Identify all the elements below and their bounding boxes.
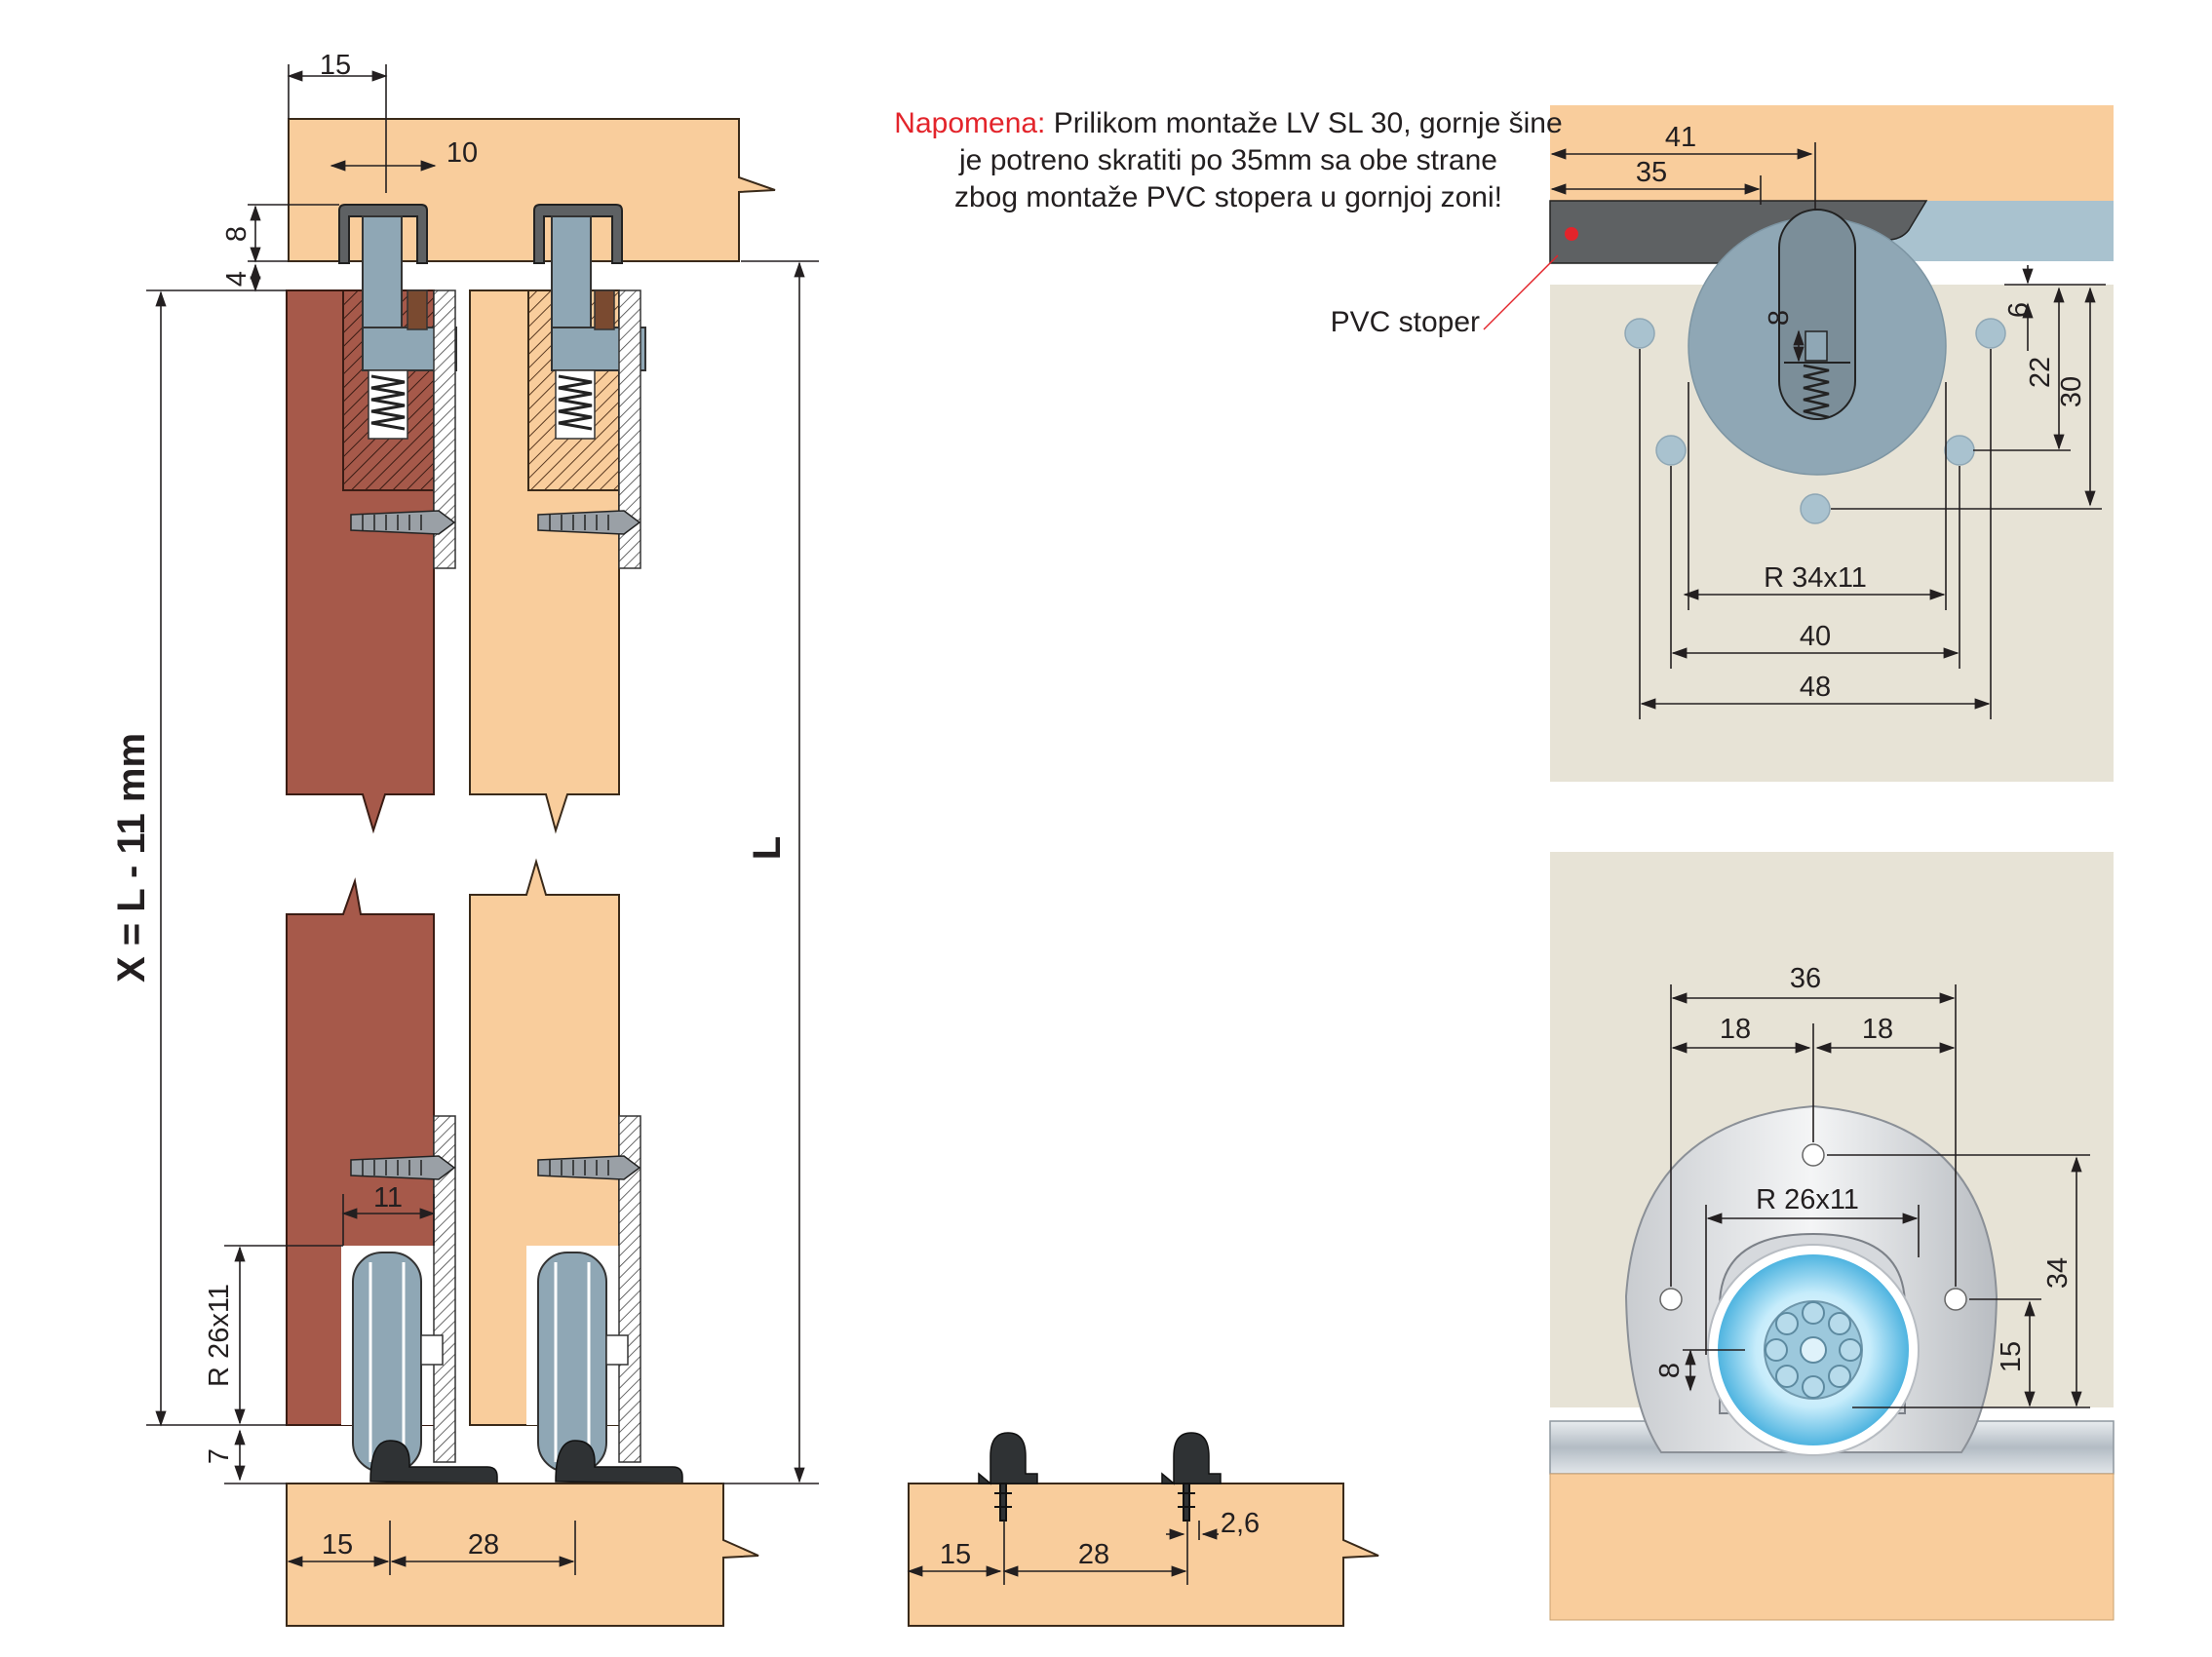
dim-guide-2-6: 2,6 <box>1221 1508 1260 1539</box>
dim-18-left: 18 <box>1720 1014 1751 1045</box>
top-fitting-view <box>1549 105 2114 782</box>
top-hole-1 <box>1624 318 1655 349</box>
plate-hole-top <box>1802 1143 1825 1167</box>
floor-guide-dim-labels: 15 28 2,6 <box>940 1508 1260 1570</box>
dim-r26-side: R 26x11 <box>204 1284 235 1387</box>
dim-8-wheel: 8 <box>1654 1363 1686 1378</box>
floor-guide-view <box>908 1432 1379 1627</box>
floor-beam <box>286 1483 759 1627</box>
dim-8-slot: 8 <box>1764 310 1795 326</box>
dim-15-bottom: 15 <box>322 1529 353 1561</box>
dark-side-strip <box>433 289 456 569</box>
bottom-track-left <box>369 1440 498 1484</box>
dim-15-wheel: 15 <box>1996 1341 2027 1372</box>
light-bottom-strip <box>618 1115 641 1463</box>
section-dim-labels: 15 10 8 4 X = L - 11 mm L 11 R 26x11 7 1… <box>110 50 789 1561</box>
dim-4: 4 <box>221 271 252 287</box>
dim-8-rail: 8 <box>221 226 252 242</box>
dark-spring <box>370 374 406 431</box>
top-hole-5 <box>1800 493 1831 524</box>
top-view-spring <box>1803 364 1830 419</box>
pvc-stoper-label: PVC stoper <box>1331 306 1480 338</box>
plate-hole-left <box>1659 1288 1683 1311</box>
dark-screw-top <box>350 510 456 535</box>
dim-48: 48 <box>1800 672 1831 703</box>
bottom-fitting-dim-labels: 36 18 18 R 26x11 34 15 8 <box>1654 963 2074 1378</box>
plate-hole-right <box>1944 1288 1967 1311</box>
dim-30: 30 <box>2056 376 2087 407</box>
dim-40: 40 <box>1800 621 1831 652</box>
dim-6: 6 <box>2003 302 2035 318</box>
dim-11: 11 <box>373 1182 403 1214</box>
dim-41: 41 <box>1665 122 1696 153</box>
dim-r34: R 34x11 <box>1764 562 1867 594</box>
top-view-beam <box>1550 105 2114 201</box>
formula-label: X = L - 11 mm <box>110 733 153 983</box>
light-wheel <box>537 1252 607 1473</box>
dim-35: 35 <box>1636 157 1667 188</box>
dark-bottom-strip <box>433 1115 456 1463</box>
top-fitting-dim-labels: 41 35 8 6 22 30 R 34x11 40 48 PVC stoper <box>1331 122 2087 703</box>
note-line-3: zbog montaže PVC stopera u gornjoj zoni! <box>954 181 1502 213</box>
light-screw-top <box>537 510 641 535</box>
top-view-slot <box>1778 209 1856 420</box>
note-line-1: Prilikom montaže LV SL 30, gornje šine <box>1053 107 1563 139</box>
dim-10: 10 <box>446 137 478 169</box>
top-hole-3 <box>1655 435 1687 466</box>
dim-7: 7 <box>204 1448 235 1464</box>
dark-wheel <box>352 1252 422 1473</box>
bottom-fitting-view <box>1549 852 2115 1621</box>
note-highlight: Napomena: <box>894 107 1046 139</box>
dim-28-bottom: 28 <box>468 1529 499 1561</box>
bearing-balls <box>1765 1301 1862 1399</box>
guide-floor-beam <box>908 1483 1379 1627</box>
wheel-hub <box>1800 1336 1827 1364</box>
note-line-2: je potreno skratiti po 35mm sa obe stran… <box>959 144 1497 176</box>
dim-r26-front: R 26x11 <box>1756 1184 1859 1215</box>
dim-guide-15: 15 <box>940 1539 971 1570</box>
length-label: L <box>746 836 789 860</box>
dim-22: 22 <box>2025 357 2056 388</box>
dim-18-right: 18 <box>1862 1014 1893 1045</box>
pvc-leader-line <box>1483 254 1559 330</box>
bottom-view-floor <box>1549 1473 2115 1621</box>
top-hole-2 <box>1975 318 2006 349</box>
light-screw-bottom <box>537 1155 641 1180</box>
top-beam <box>288 118 776 262</box>
bottom-fitting-dimensions <box>1670 984 2090 1408</box>
section-view <box>286 118 776 1627</box>
top-fitting-dimensions <box>1550 142 2106 719</box>
dark-screw-bottom <box>350 1155 456 1180</box>
dim-guide-28: 28 <box>1078 1539 1109 1570</box>
light-side-strip <box>618 289 641 569</box>
top-hole-4 <box>1944 435 1975 466</box>
guide-stud-right <box>1161 1432 1222 1485</box>
dim-34: 34 <box>2042 1257 2074 1289</box>
dim-36: 36 <box>1790 963 1821 994</box>
dim-15-top: 15 <box>320 50 351 81</box>
light-spring <box>558 374 593 431</box>
mounting-note: Napomena: Prilikom montaže LV SL 30, gor… <box>838 105 1618 216</box>
section-dimensions <box>146 64 819 1575</box>
stopper-marker-dot <box>1565 227 1578 241</box>
floor-guide-dimensions <box>907 1521 1219 1585</box>
guide-stud-left <box>978 1432 1038 1485</box>
bottom-track-right <box>555 1440 683 1484</box>
